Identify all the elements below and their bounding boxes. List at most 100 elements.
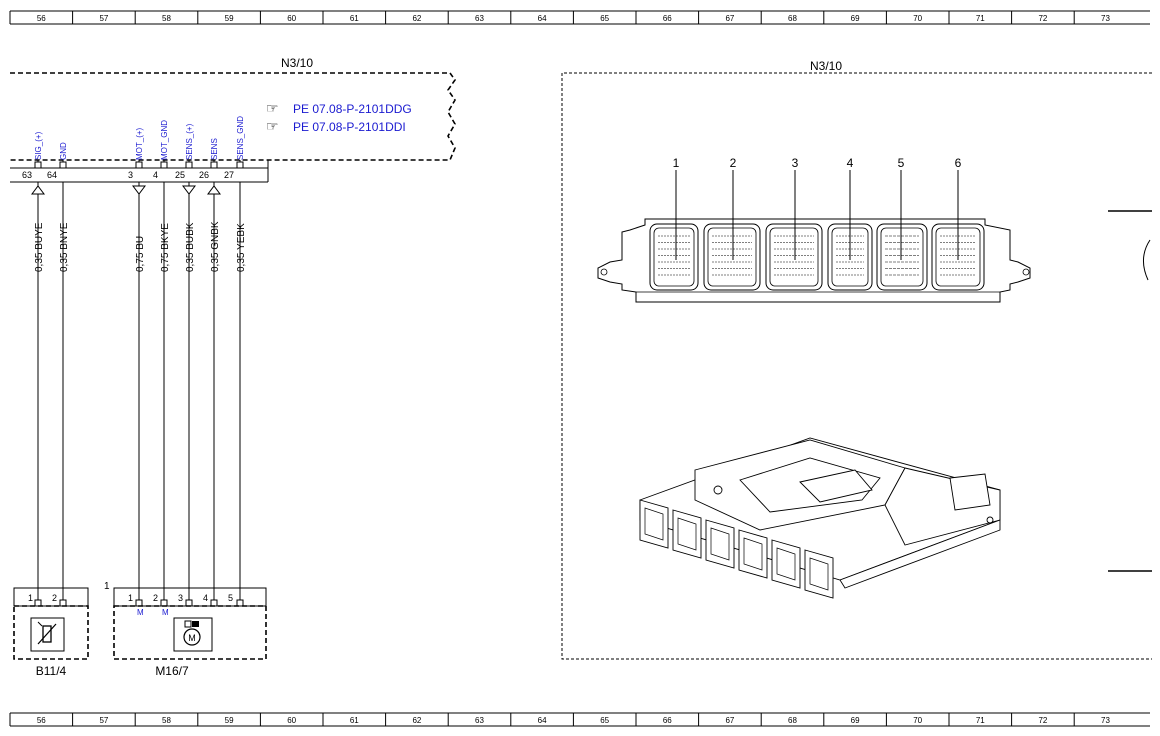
- sensor-pin-2: 2: [52, 593, 57, 603]
- pin-terminal: [185, 161, 193, 169]
- pin-terminal: [236, 599, 244, 607]
- ecu-box-left: N3/10: [10, 56, 456, 161]
- wire-spec-label: 0,35 BUYE: [34, 222, 45, 272]
- grid-column-label: 66: [663, 14, 672, 23]
- pin-number: 27: [224, 170, 234, 180]
- connector-1[interactable]: 1: [649, 156, 699, 291]
- pin-terminal: [59, 599, 67, 607]
- variable-resistor-icon: [30, 617, 65, 652]
- connector-4[interactable]: 4: [827, 156, 873, 291]
- wire-spec-label: 0,75 BKYE: [160, 223, 171, 272]
- grid-column-label: 68: [788, 14, 797, 23]
- grid-column-label: 58: [162, 716, 171, 725]
- grid-column-label: 62: [412, 716, 421, 725]
- reference-text-1: PE 07.08-P-2101DDG: [293, 102, 412, 116]
- reference-pointer-icon: ☞: [266, 100, 279, 116]
- wire-spec-label: 0,35 BUBK: [185, 222, 196, 272]
- iso-connector-port: [804, 549, 834, 599]
- sensor-b11-4[interactable]: 1 2 B11/4: [13, 587, 89, 678]
- pin-terminal: [210, 599, 218, 607]
- signal-input-arrow-icon: [207, 185, 221, 195]
- grid-column-label: 72: [1038, 14, 1047, 23]
- grid-column-label: 61: [350, 14, 359, 23]
- pin-number-extra: 25: [175, 170, 185, 180]
- grid-column-label: 65: [600, 716, 609, 725]
- signal-output-arrow-icon: [182, 185, 196, 195]
- grid-column-label: 60: [287, 14, 296, 23]
- grid-column-label: 59: [225, 716, 234, 725]
- grid-column-label: 67: [725, 716, 734, 725]
- grid-column-label: 63: [475, 14, 484, 23]
- grid-column-label: 73: [1101, 716, 1110, 725]
- grid-column-label: 68: [788, 716, 797, 725]
- connector-number: 6: [955, 156, 962, 170]
- sensor-pin-1: 1: [28, 593, 33, 603]
- actuator-m16-7[interactable]: 1 1 2 3 4 5 M M M M16/7: [104, 581, 267, 678]
- actuator-pin-1: 1: [128, 593, 133, 603]
- signal-label: GND: [59, 142, 68, 160]
- pin-terminal: [210, 161, 218, 169]
- actuator-label: M16/7: [155, 664, 189, 678]
- signal-label: SENS_(+): [185, 123, 194, 160]
- pin-terminal: [34, 599, 42, 607]
- component-group-number: 1: [104, 581, 110, 592]
- connector-2[interactable]: 2: [703, 156, 761, 291]
- grid-column-label: 67: [725, 14, 734, 23]
- signal-label: SENS: [210, 138, 219, 160]
- grid-column-label: 59: [225, 14, 234, 23]
- signal-label: SIG_(+): [34, 131, 43, 160]
- pin-terminal: [185, 599, 193, 607]
- actuator-pin-3: 3: [178, 593, 183, 603]
- pin-terminal: [236, 161, 244, 169]
- motor-icon: M: [173, 617, 213, 652]
- wire-spec-label: 0,35 GNBK: [210, 221, 221, 272]
- pin-terminal: [135, 161, 143, 169]
- wire-25[interactable]: SENS_(+) 0,35 BUBK: [182, 123, 196, 607]
- pin-terminal: [160, 599, 168, 607]
- sensor-label: B11/4: [36, 664, 67, 678]
- grid-column-label: 71: [976, 716, 985, 725]
- grid-column-label: 73: [1101, 14, 1110, 23]
- connector-6[interactable]: 6: [931, 156, 985, 291]
- grid-column-label: 70: [913, 716, 922, 725]
- reference-link-1[interactable]: ☞ PE 07.08-P-2101DDG: [266, 100, 412, 116]
- grid-column-label: 56: [37, 14, 46, 23]
- pin-terminal: [34, 161, 42, 169]
- wire-3[interactable]: MOT_(+)30,75 BU: [128, 127, 146, 607]
- grid-column-label: 57: [99, 14, 108, 23]
- iso-connector-port: [771, 539, 801, 589]
- grid-column-label: 64: [538, 716, 547, 725]
- actuator-pin-2: 2: [153, 593, 158, 603]
- wire-63[interactable]: SIG_(+) 63 0,35 BUYE: [22, 131, 45, 607]
- actuator-pin-5: 5: [228, 593, 233, 603]
- pin-number: 63: [22, 170, 32, 180]
- connector-5[interactable]: 5: [876, 156, 928, 291]
- motor-pin-mark-1: M: [137, 608, 144, 617]
- motor-letter: M: [188, 633, 196, 643]
- grid-column-label: 58: [162, 14, 171, 23]
- connector-3[interactable]: 3: [765, 156, 823, 291]
- grid-column-label: 69: [851, 14, 860, 23]
- grid-column-label: 70: [913, 14, 922, 23]
- wire-spec-label: 0,75 BU: [135, 236, 146, 272]
- reference-text-2: PE 07.08-P-2101DDI: [293, 120, 406, 134]
- grid-column-label: 61: [350, 716, 359, 725]
- grid-column-label: 63: [475, 716, 484, 725]
- iso-connector-port: [672, 509, 702, 559]
- grid-column-label: 62: [412, 14, 421, 23]
- ecu-isometric-view: [639, 437, 1001, 599]
- connector-number: 1: [673, 156, 680, 170]
- grid-column-label: 60: [287, 716, 296, 725]
- iso-connector-port: [705, 519, 735, 569]
- pin-terminal: [59, 161, 67, 169]
- signal-input-arrow-icon: [31, 185, 45, 195]
- reference-link-2[interactable]: ☞ PE 07.08-P-2101DDI: [266, 118, 406, 134]
- wire-spec-label: 0,35 YEBK: [236, 223, 247, 272]
